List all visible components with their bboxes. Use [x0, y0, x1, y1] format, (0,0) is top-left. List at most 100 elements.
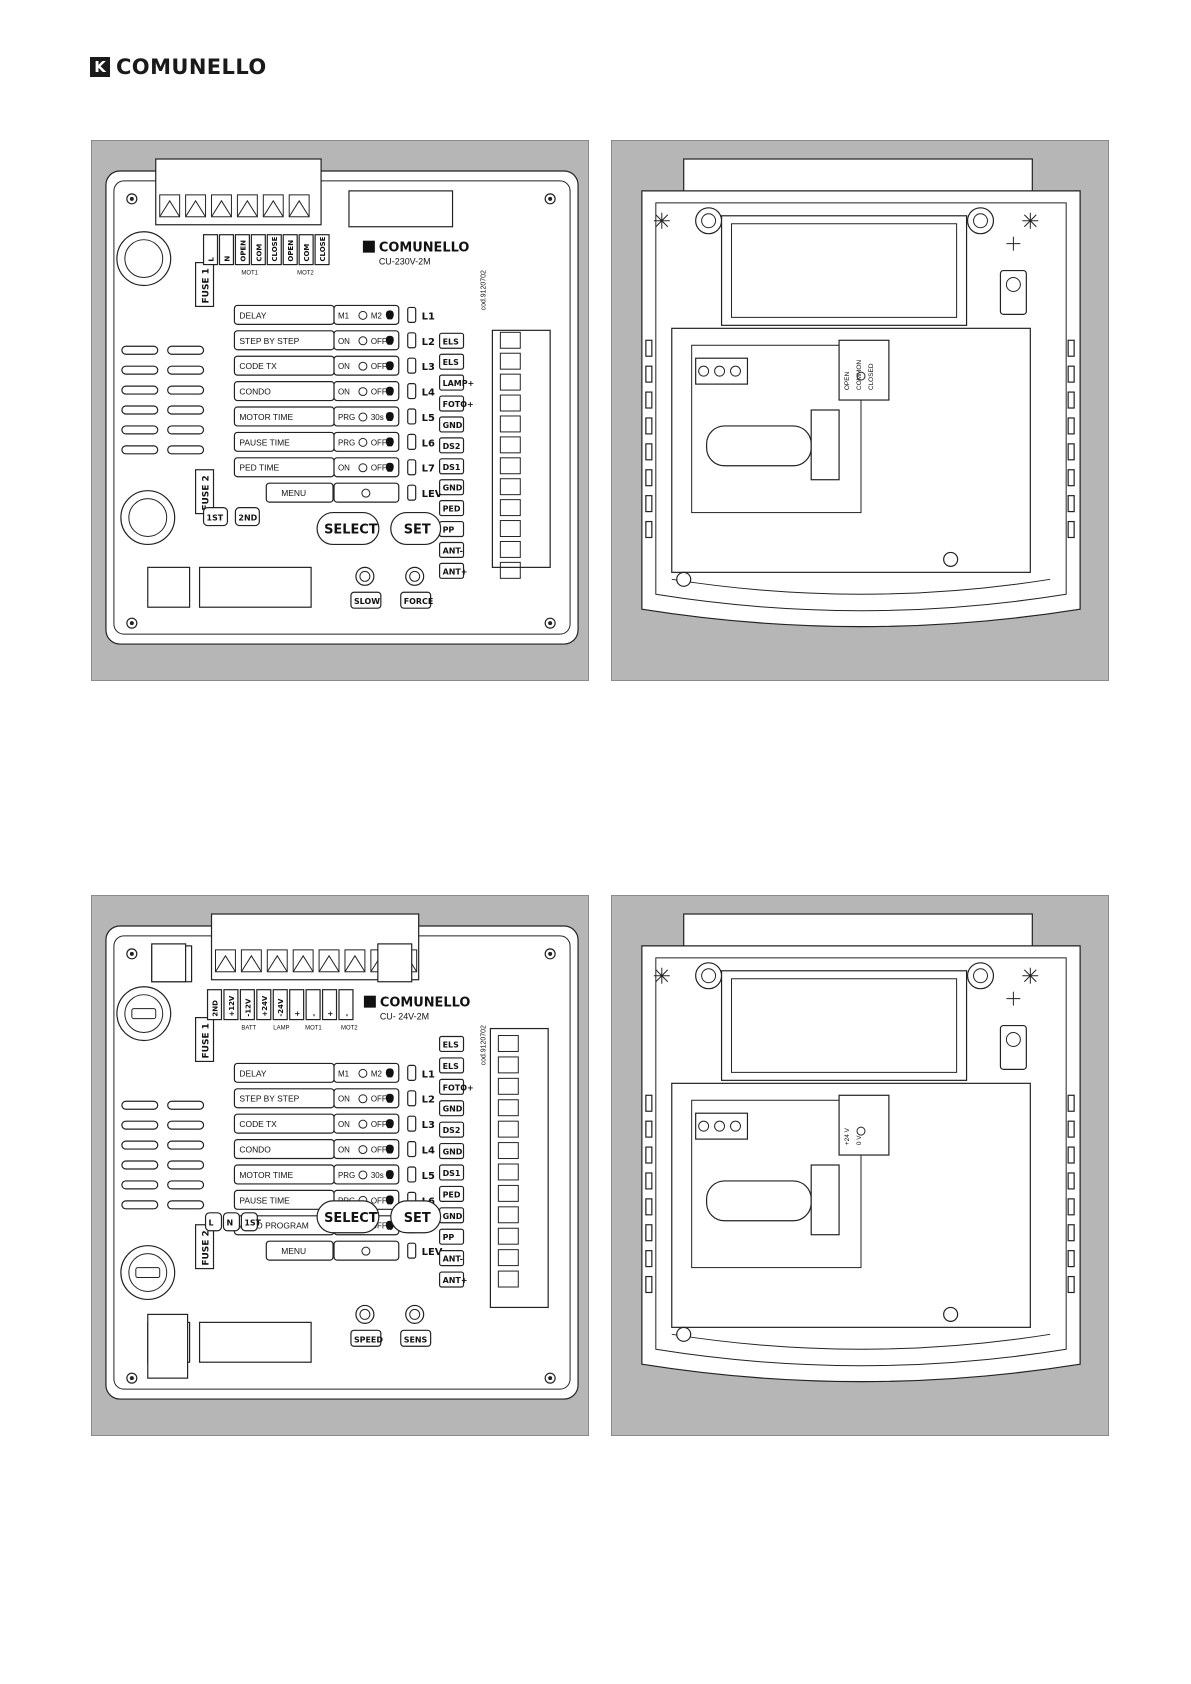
- option-bulb-filled-icon: [385, 361, 394, 371]
- right-terminal-label: GND: [443, 421, 463, 430]
- screw-hole-center: [548, 621, 553, 626]
- menu-row-label: CODE TX: [239, 361, 277, 371]
- vent-slot: [167, 365, 205, 375]
- top-terminal-screw: [266, 949, 288, 973]
- switch-label-box: [838, 339, 890, 401]
- top-terminal-slot: [240, 954, 262, 973]
- trimmer-knob-inner: [359, 1308, 371, 1320]
- menu-row-option-a: ON: [338, 337, 350, 346]
- right-terminal-screw: [499, 331, 521, 349]
- terminal-screw: [714, 1120, 726, 1132]
- top-terminal-slot: [318, 954, 340, 973]
- top-terminal-screw: [211, 194, 232, 218]
- screw-boss: [695, 207, 723, 235]
- menu-row-option-b: OFF: [371, 464, 387, 473]
- option-bulb-filled-icon: [385, 1068, 394, 1078]
- side-grip-right: [1067, 495, 1075, 513]
- vent-slot: [121, 405, 159, 415]
- mounting-star: [1022, 967, 1039, 984]
- status-led: [407, 433, 417, 450]
- bottom-edge-line: [671, 1333, 1051, 1350]
- switch-knob: [856, 1126, 866, 1136]
- menu-row-option-b: OFF: [371, 388, 387, 397]
- vent-slot: [167, 445, 205, 455]
- side-grip-left: [645, 469, 653, 487]
- menu-row-option-a: M1: [338, 1069, 350, 1078]
- top-terminal-screw: [215, 949, 236, 973]
- set-label: SET: [404, 523, 431, 538]
- screw-boss-inner: [973, 213, 988, 229]
- right-terminal-label-box: [439, 562, 465, 579]
- vent-slot: [167, 1140, 205, 1150]
- side-grip-right: [1067, 1146, 1075, 1164]
- board-code-text: cod.9120702: [480, 270, 487, 310]
- status-led: [407, 408, 417, 425]
- option-bulb-icon: [358, 361, 368, 371]
- board-logo-icon: [362, 240, 375, 253]
- top-group-label: MOT1: [241, 271, 258, 277]
- board-model-text: CU- 24V-2M: [380, 1012, 429, 1022]
- top-terminal-label-box: [239, 989, 255, 1021]
- fuse-2-label-box: [194, 1224, 215, 1270]
- menu-row-option-b: OFF: [371, 438, 387, 447]
- top-terminal-label-box: [250, 234, 266, 266]
- side-grip-left: [645, 443, 653, 461]
- small-button-label-box: [222, 1212, 241, 1232]
- status-led: [407, 332, 417, 349]
- right-terminal-label-box: [439, 541, 465, 559]
- transformer-cover: [720, 970, 968, 1081]
- option-bulb-filled-icon: [385, 310, 394, 320]
- header-logo: K COMUNELLO: [90, 55, 267, 79]
- right-terminal-label-box: [439, 353, 465, 370]
- side-grip-left: [645, 1250, 653, 1268]
- menu-row-option-b: OFF: [371, 1146, 387, 1155]
- menu-row-option-a: M1: [338, 311, 350, 320]
- right-terminal-screw: [499, 499, 521, 517]
- option-bulb-icon: [358, 437, 368, 447]
- small-button-label-box: [240, 1212, 258, 1232]
- menu-row-option-a: ON: [338, 1146, 350, 1155]
- switch-label: 0 V: [856, 1135, 863, 1145]
- capacitor-frame: [691, 344, 862, 514]
- top-terminal-screw: [344, 949, 366, 973]
- trimmer-knob-inner: [409, 570, 421, 582]
- menu-row-option-a: ON: [338, 388, 350, 397]
- right-terminal-label-box: [439, 395, 465, 412]
- fuse-1-cap: [124, 994, 164, 1034]
- trimmer-knob: [405, 566, 425, 586]
- side-grip-right: [1067, 1172, 1075, 1190]
- top-terminal-label: -24V: [277, 998, 285, 1017]
- vent-slot: [121, 385, 159, 395]
- terminal-screw: [698, 1120, 710, 1132]
- board-inner-outline: [113, 180, 571, 635]
- top-terminal-screw: [262, 194, 284, 218]
- screw-boss-inner: [701, 968, 717, 984]
- bottom-connector-right: [198, 566, 312, 608]
- menu-row-option-b: OFF: [371, 1196, 387, 1205]
- led-label: L2: [422, 1095, 435, 1106]
- fuse-1-slot: [131, 1008, 157, 1020]
- menu-row-label: MOTOR TIME: [239, 1170, 293, 1180]
- screw-hole-center: [129, 1376, 134, 1381]
- menu-row-label: PAUSE TIME: [239, 437, 290, 447]
- small-button-label: N: [226, 1219, 233, 1228]
- menu-row-label: CONDO: [239, 1145, 271, 1155]
- side-grip-left: [645, 1094, 653, 1112]
- trimmer-label-box: [350, 591, 382, 609]
- trimmer-knob-inner: [359, 570, 371, 582]
- menu-row-option-b: M2: [371, 311, 383, 320]
- vent-slot: [167, 1120, 205, 1130]
- lev-label: LEV: [422, 489, 443, 500]
- led-label: L4: [422, 388, 435, 399]
- housing-inner: [655, 202, 1067, 612]
- menu-row-label: STEP BY STEP: [239, 1094, 299, 1104]
- right-terminal-label: FOTO+: [443, 1083, 474, 1092]
- side-grip-right: [1067, 1120, 1075, 1138]
- gland-nut: [1005, 1032, 1021, 1047]
- lev-led: [407, 1242, 417, 1259]
- menu-row-option-b: OFF: [371, 337, 387, 346]
- vent-slot: [121, 1140, 159, 1150]
- top-terminal-screw: [236, 194, 258, 218]
